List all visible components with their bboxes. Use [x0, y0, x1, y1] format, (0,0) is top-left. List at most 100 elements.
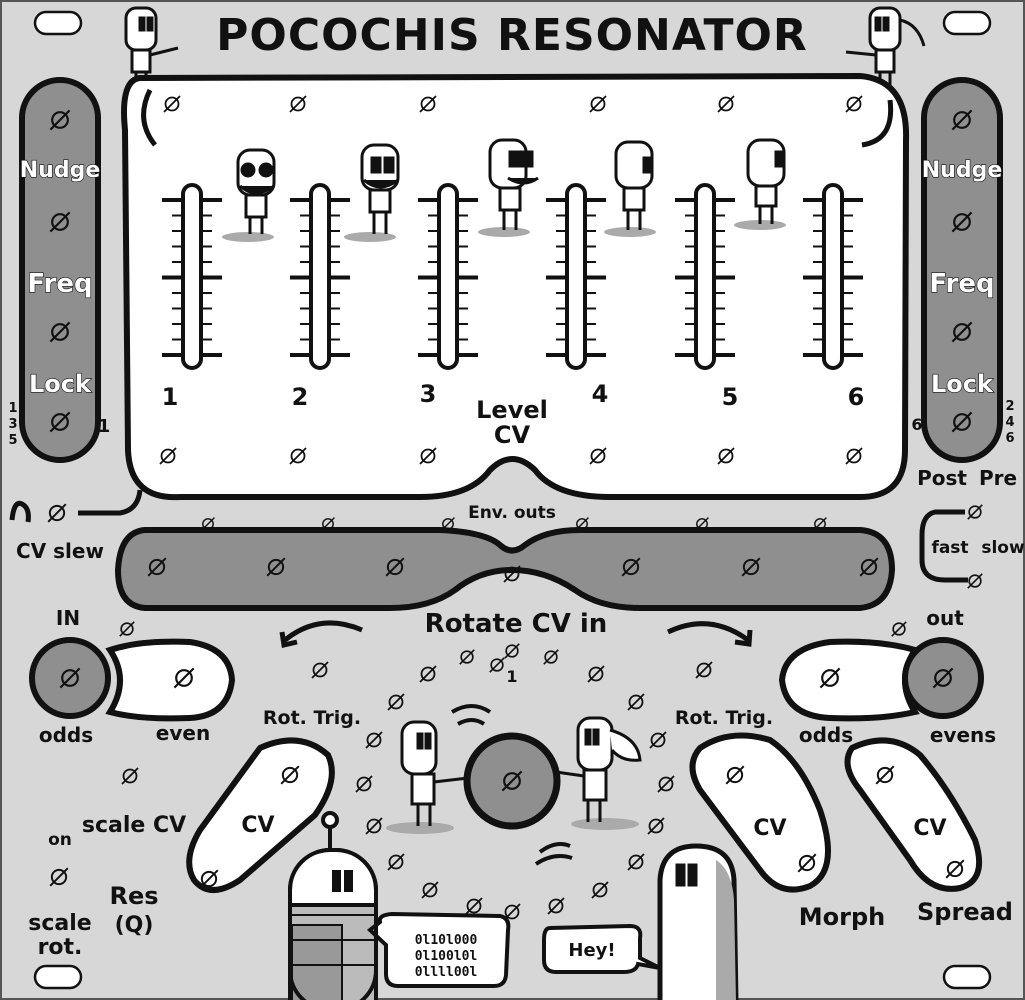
binary-line-3: 0llll00l [415, 965, 478, 980]
slider-track[interactable] [822, 183, 844, 370]
spread-cv-pad [844, 737, 983, 892]
fast-label: fast [931, 538, 968, 558]
robot-outline [288, 848, 378, 1000]
right-lock-label: Lock [931, 370, 994, 398]
motion-line [450, 704, 492, 714]
in-odds-label: odds [39, 723, 93, 747]
odds-output-pad [778, 638, 920, 722]
pushing-figure-right [555, 716, 642, 830]
level-cv-label: CV [494, 421, 531, 449]
level-slider-5[interactable] [675, 183, 735, 370]
level-label: Level [476, 396, 548, 424]
rotate-left-arrowhead [279, 631, 298, 649]
even-channel-2: 2 [1005, 399, 1014, 414]
top-right-figure [845, 6, 926, 86]
scale-cv-label: scale CV [82, 813, 186, 838]
cv-slew-label: CV slew [16, 539, 104, 563]
slew-curve-icon [9, 500, 31, 523]
res-label: Res [109, 882, 158, 910]
mounting-hole [942, 964, 992, 990]
slider-label-2: 2 [292, 383, 309, 411]
env-outs-band [114, 527, 896, 611]
morph-label: Morph [799, 903, 885, 931]
out-evens-label: evens [930, 723, 996, 747]
rotate-left-arrow [283, 620, 363, 642]
right-freq-label: Freq [929, 269, 994, 299]
mounting-hole [33, 964, 83, 990]
env-outs-label: Env. outs [468, 503, 556, 523]
motion-line [534, 854, 573, 866]
hey-text: Hey! [568, 940, 615, 961]
rot-trig-right-label: Rot. Trig. [675, 707, 773, 729]
in-even-label: even [156, 721, 210, 745]
morph-cv-label: CV [753, 816, 786, 841]
left-control-column [19, 77, 101, 463]
binary-speech-bubble [366, 911, 511, 988]
cv-slew-link [78, 489, 143, 516]
out-odds-label: odds [799, 723, 853, 747]
figure-3 [478, 138, 539, 237]
slider-label-4: 4 [592, 380, 609, 408]
big-head-figure [657, 843, 739, 1000]
mounting-holes [33, 10, 992, 990]
left-nudge-label: Nudge [20, 158, 101, 183]
rot-trig-left-label: Rot. Trig. [263, 707, 361, 729]
slow-label: slow [981, 538, 1025, 558]
right-control-column [921, 77, 1003, 463]
level-slider-1[interactable] [162, 183, 222, 370]
fast-slow-bracket [919, 509, 968, 583]
right-nudge-label: Nudge [922, 158, 1003, 183]
slider-label-1: 1 [162, 383, 179, 411]
left-freq-label: Freq [27, 269, 92, 299]
slider-panel [121, 72, 910, 501]
in-label: IN [56, 606, 80, 630]
slider-track[interactable] [565, 183, 587, 370]
robot-figure [288, 811, 378, 1000]
slider-label-3: 3 [420, 380, 437, 408]
on-label: on [48, 830, 72, 850]
rot-label: rot. [38, 935, 83, 960]
slider-track[interactable] [437, 183, 459, 370]
level-slider-3[interactable] [418, 183, 478, 370]
out-label: out [926, 606, 964, 630]
mounting-hole [33, 10, 83, 36]
level-sliders [162, 183, 863, 370]
panel-curl-left [141, 88, 158, 147]
morph-cv-pad [689, 732, 831, 893]
figure-1 [222, 148, 276, 242]
slider-figures [222, 138, 786, 242]
odd-channel-1: 1 [8, 401, 17, 416]
level-slider-4[interactable] [546, 183, 606, 370]
binary-line-2: 0l100l0l [415, 949, 478, 964]
figure-2 [344, 143, 400, 242]
rotate-right-arrowhead [734, 629, 753, 647]
spread-cv-label: CV [913, 816, 946, 841]
post-label: Post [917, 466, 967, 490]
slider-labels: 1 2 3 4 5 6 [162, 380, 865, 411]
slider-label-6: 6 [848, 383, 865, 411]
even-channel-4: 4 [1005, 415, 1014, 430]
level-slider-2[interactable] [290, 183, 350, 370]
slider-track[interactable] [694, 183, 716, 370]
pre-label: Pre [979, 466, 1017, 490]
odd-channel-5: 5 [8, 433, 17, 448]
right-single-label: 6 [911, 415, 922, 434]
slider-track[interactable] [309, 183, 331, 370]
pushing-figure-left [386, 720, 469, 834]
slider-track[interactable] [181, 183, 203, 370]
figure-5 [734, 138, 786, 230]
odd-channel-3: 3 [8, 417, 17, 432]
binary-line-1: 0l10l000 [415, 933, 478, 948]
spread-label: Spread [917, 898, 1013, 926]
left-cv-label: CV [241, 813, 274, 838]
even-input-pad [105, 638, 236, 722]
level-slider-6[interactable] [803, 183, 863, 370]
rotate-center-label: 1 [506, 667, 517, 686]
mounting-hole [942, 10, 992, 36]
left-lock-label: Lock [29, 370, 92, 398]
rotate-right-arrow [666, 621, 750, 643]
rotate-cv-label: Rotate CV in [425, 609, 608, 639]
left-single-label: 1 [98, 416, 111, 437]
